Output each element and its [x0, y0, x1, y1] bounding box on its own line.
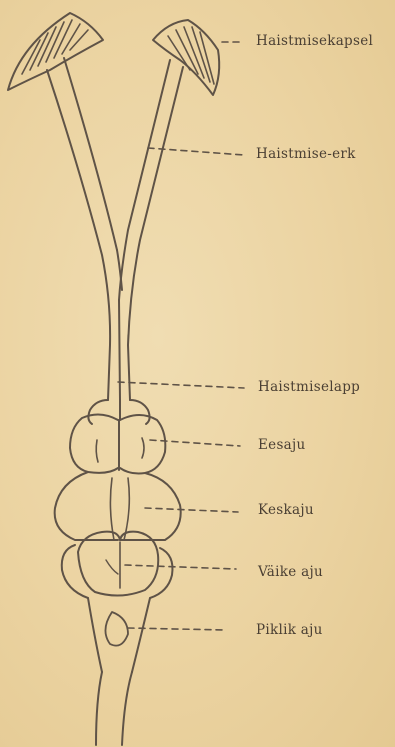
- olfactory-nerves: [47, 58, 183, 400]
- label-olfactory-lobe: Haistmiselapp: [258, 379, 360, 395]
- forebrain: [70, 414, 165, 473]
- leader-lines: [118, 42, 244, 630]
- label-olfactory-capsule: Haistmisekapsel: [256, 33, 373, 49]
- label-cerebellum: Väike aju: [258, 564, 323, 580]
- label-olfactory-nerve: Haistmise-erk: [256, 146, 356, 162]
- label-forebrain: Eesaju: [258, 437, 306, 453]
- medulla: [88, 598, 150, 672]
- right-olfactory-capsule: [153, 20, 219, 95]
- label-medulla: Piklik aju: [256, 622, 323, 638]
- midbrain: [55, 472, 181, 540]
- left-olfactory-capsule: [8, 13, 103, 90]
- cerebellum: [62, 532, 173, 598]
- spinal-cord: [96, 672, 132, 745]
- label-midbrain: Keskaju: [258, 502, 314, 518]
